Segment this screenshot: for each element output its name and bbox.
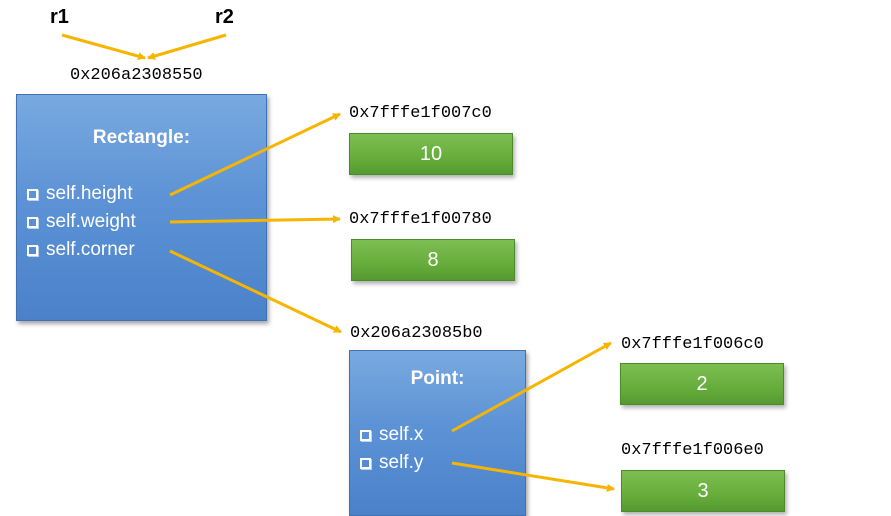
rectangle-title: Rectangle:	[92, 127, 191, 148]
ref-label-r2: r2	[215, 6, 234, 28]
arrow-r1-to-rectangle	[61, 33, 146, 60]
checkbox-bullet-icon	[360, 457, 371, 469]
attr-self-height: self.height	[27, 183, 133, 205]
value-box-height: 10	[349, 133, 513, 175]
attr-label: self.height	[46, 183, 133, 204]
point-address: 0x206a23085b0	[350, 324, 483, 343]
arrow-r2-to-rectangle	[147, 33, 227, 60]
attr-label: self.y	[379, 452, 424, 473]
attr-self-x: self.x	[360, 424, 423, 446]
attr-label: self.corner	[46, 239, 135, 260]
checkbox-bullet-icon	[27, 188, 38, 200]
value-address-height: 0x7fffe1f007c0	[349, 104, 492, 123]
value-box-y: 3	[621, 470, 785, 512]
checkbox-bullet-icon	[360, 429, 371, 441]
attr-self-corner: self.corner	[27, 239, 135, 261]
rectangle-address: 0x206a2308550	[70, 66, 203, 85]
checkbox-bullet-icon	[27, 216, 38, 228]
attr-label: self.weight	[46, 211, 136, 232]
checkbox-bullet-icon	[27, 244, 38, 256]
ref-label-r1: r1	[50, 6, 69, 28]
point-title: Point:	[410, 368, 465, 389]
value-box-x: 2	[620, 363, 784, 405]
attr-label: self.x	[379, 424, 424, 445]
attr-self-y: self.y	[360, 452, 423, 474]
value-address-y: 0x7fffe1f006e0	[621, 441, 764, 460]
value-address-weight: 0x7fffe1f00780	[349, 210, 492, 229]
rectangle-object-box: Rectangle: self.height self.weight self.…	[16, 94, 267, 321]
value-address-x: 0x7fffe1f006c0	[621, 335, 764, 354]
point-object-box: Point: self.x self.y	[349, 350, 526, 516]
attr-self-weight: self.weight	[27, 211, 136, 233]
value-box-weight: 8	[351, 239, 515, 281]
